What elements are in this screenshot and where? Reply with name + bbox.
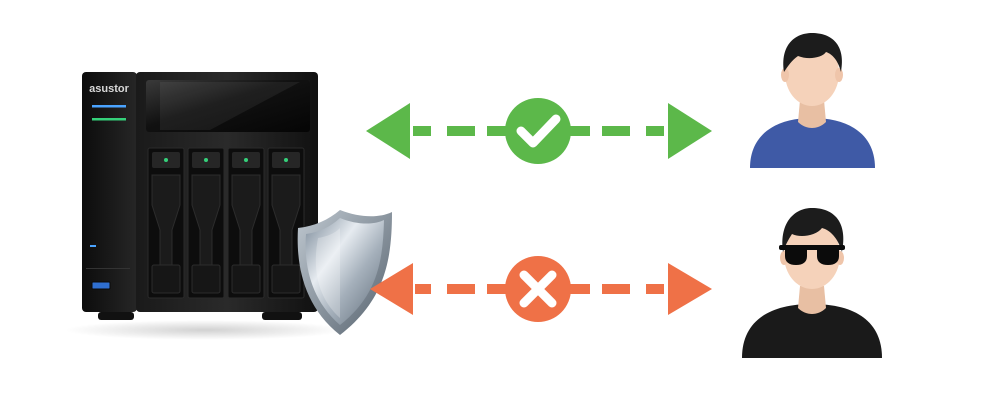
nas-led-blue [92, 105, 126, 108]
hacker-icon [742, 208, 882, 358]
nas-shadow [65, 320, 345, 340]
check-icon [505, 98, 571, 164]
drive-bay [147, 147, 185, 299]
arrow-dash [415, 284, 431, 294]
arrow-left-head-orange [370, 263, 413, 315]
arrow-dash [487, 284, 507, 294]
shield-icon [297, 210, 392, 335]
arrow-dash [646, 284, 664, 294]
nas-side-panel [82, 72, 137, 312]
arrow-dash [602, 284, 630, 294]
drive-bay [267, 147, 305, 299]
nas-display [146, 80, 310, 132]
arrow-right-head-green [668, 103, 712, 159]
x-icon [505, 256, 571, 322]
nas-led-green [92, 118, 126, 121]
nas-foot [262, 312, 302, 320]
arrow-right-head-orange [668, 263, 712, 315]
nas-drive-bays [147, 147, 305, 299]
nas-brand-logo: asustor [89, 83, 129, 95]
arrow-dash [447, 284, 475, 294]
nas-usb-port [91, 281, 111, 290]
blocked-connection [370, 256, 712, 322]
sunglasses-icon [779, 245, 845, 265]
arrow-dash [413, 126, 431, 136]
arrow-dash [487, 126, 507, 136]
arrow-dash [570, 126, 590, 136]
arrow-dash [646, 126, 664, 136]
arrow-dash [447, 126, 475, 136]
nas-device: asustor [65, 72, 345, 340]
drive-bay [187, 147, 225, 299]
drive-bay [227, 147, 265, 299]
allowed-connection [366, 98, 712, 164]
arrow-dash [570, 284, 590, 294]
arrow-left-head-green [366, 103, 410, 159]
arrow-dash [602, 126, 630, 136]
nas-foot [98, 312, 134, 320]
authorized-user-icon [750, 33, 875, 168]
